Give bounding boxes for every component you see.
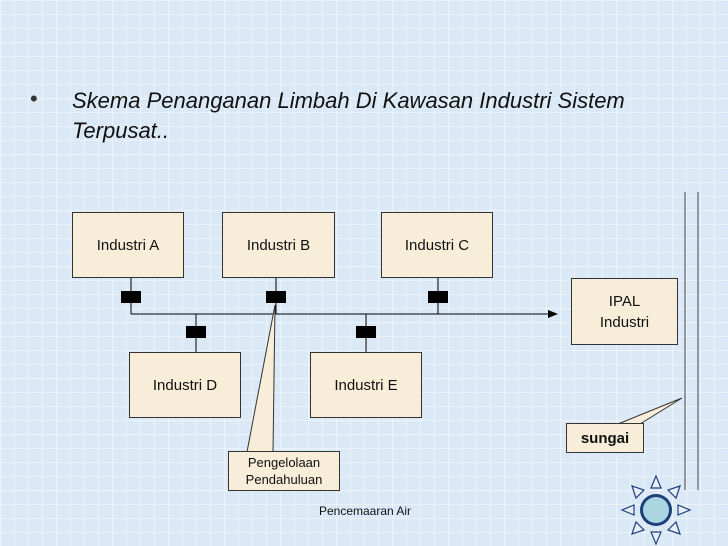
sungai-pointer xyxy=(617,397,683,425)
valve-c xyxy=(428,291,448,303)
industri-a-box: Industri A xyxy=(72,212,184,278)
slide-footer: Pencemaaran Air xyxy=(318,504,412,518)
pengelolaan-line1: Pengelolaan xyxy=(247,455,321,470)
sungai-callout: sungai xyxy=(566,423,644,453)
pengelolaan-pointer xyxy=(246,304,276,453)
industri-d-box: Industri D xyxy=(129,352,241,418)
industri-e-box: Industri E xyxy=(310,352,422,418)
valve-b xyxy=(266,291,286,303)
industri-b-box: Industri B xyxy=(222,212,335,278)
bullet-dot: • xyxy=(30,86,38,111)
valve-d xyxy=(186,326,206,338)
valve-e xyxy=(356,326,376,338)
slide-heading: Skema Penanganan Limbah Di Kawasan Indus… xyxy=(72,88,625,143)
main-pipe-arrow xyxy=(548,310,558,318)
pengelolaan-callout: Pengelolaan Pendahuluan xyxy=(228,451,340,491)
ipal-sub-label: Industri xyxy=(599,313,650,331)
ipal-industri-box: IPAL Industri xyxy=(571,278,678,345)
industri-c-box: Industri C xyxy=(381,212,493,278)
valve-a xyxy=(121,291,141,303)
ipal-label: IPAL xyxy=(608,292,641,310)
sun-icon xyxy=(620,474,692,546)
pengelolaan-line2: Pendahuluan xyxy=(245,472,323,487)
